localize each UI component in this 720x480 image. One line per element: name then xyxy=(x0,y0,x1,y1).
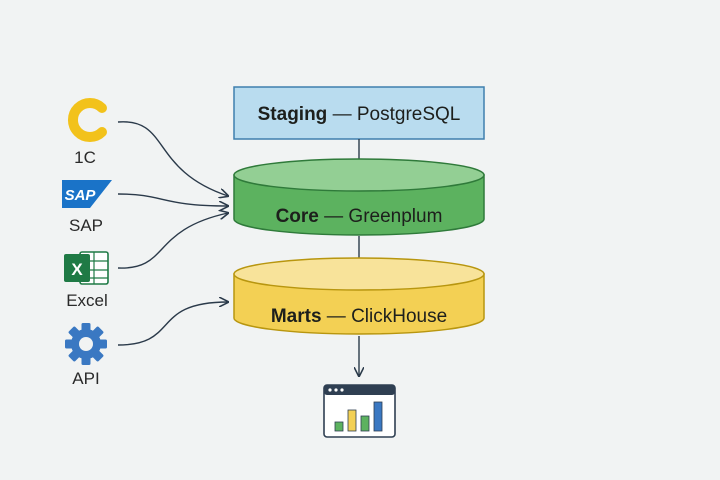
source-api: API xyxy=(65,323,107,388)
core-separator: — xyxy=(319,206,349,227)
core-tech: Greenplum xyxy=(348,206,442,227)
1c-logo-icon xyxy=(67,98,107,142)
staging-tech: PostgreSQL xyxy=(357,104,461,125)
source-1c: 1C xyxy=(67,98,107,167)
core-layer: Core — Greenplum xyxy=(233,158,485,236)
flow-sap-to-core xyxy=(117,193,228,206)
staging-box xyxy=(233,86,485,140)
sap-logo-icon: SAP xyxy=(62,180,112,208)
marts-separator: — xyxy=(322,306,352,327)
source-label-sap: SAP xyxy=(69,216,103,235)
flow-excel-to-core xyxy=(117,213,228,269)
flow-api-to-marts xyxy=(117,302,228,346)
marts-name: Marts xyxy=(271,306,322,327)
excel-logo-text: X xyxy=(71,260,83,279)
staging-label: Staging — PostgreSQL xyxy=(258,104,461,125)
sap-logo-text: SAP xyxy=(65,187,97,204)
source-label-api: API xyxy=(72,369,99,388)
gear-icon xyxy=(65,323,107,365)
core-cylinder-body xyxy=(233,174,485,236)
marts-label: Marts — ClickHouse xyxy=(271,306,447,327)
source-excel: X Excel xyxy=(64,251,109,310)
core-name: Core xyxy=(276,206,319,227)
staging-layer: Staging — PostgreSQL xyxy=(233,86,485,140)
source-label-1c: 1C xyxy=(74,148,96,167)
excel-icon: X xyxy=(64,251,109,285)
core-cylinder-top xyxy=(233,158,485,192)
source-sap: SAP SAP xyxy=(62,180,112,235)
source-label-excel: Excel xyxy=(66,291,108,310)
core-label: Core — Greenplum xyxy=(276,206,443,227)
marts-layer: Marts — ClickHouse xyxy=(233,257,485,335)
staging-name: Staging xyxy=(258,104,328,125)
flow-1c-to-core xyxy=(117,121,228,196)
staging-separator: — xyxy=(327,104,357,125)
dashboard-chart-icon xyxy=(323,384,396,438)
marts-tech: ClickHouse xyxy=(351,306,447,327)
marts-cylinder-body xyxy=(233,273,485,335)
marts-cylinder-top xyxy=(233,257,485,291)
